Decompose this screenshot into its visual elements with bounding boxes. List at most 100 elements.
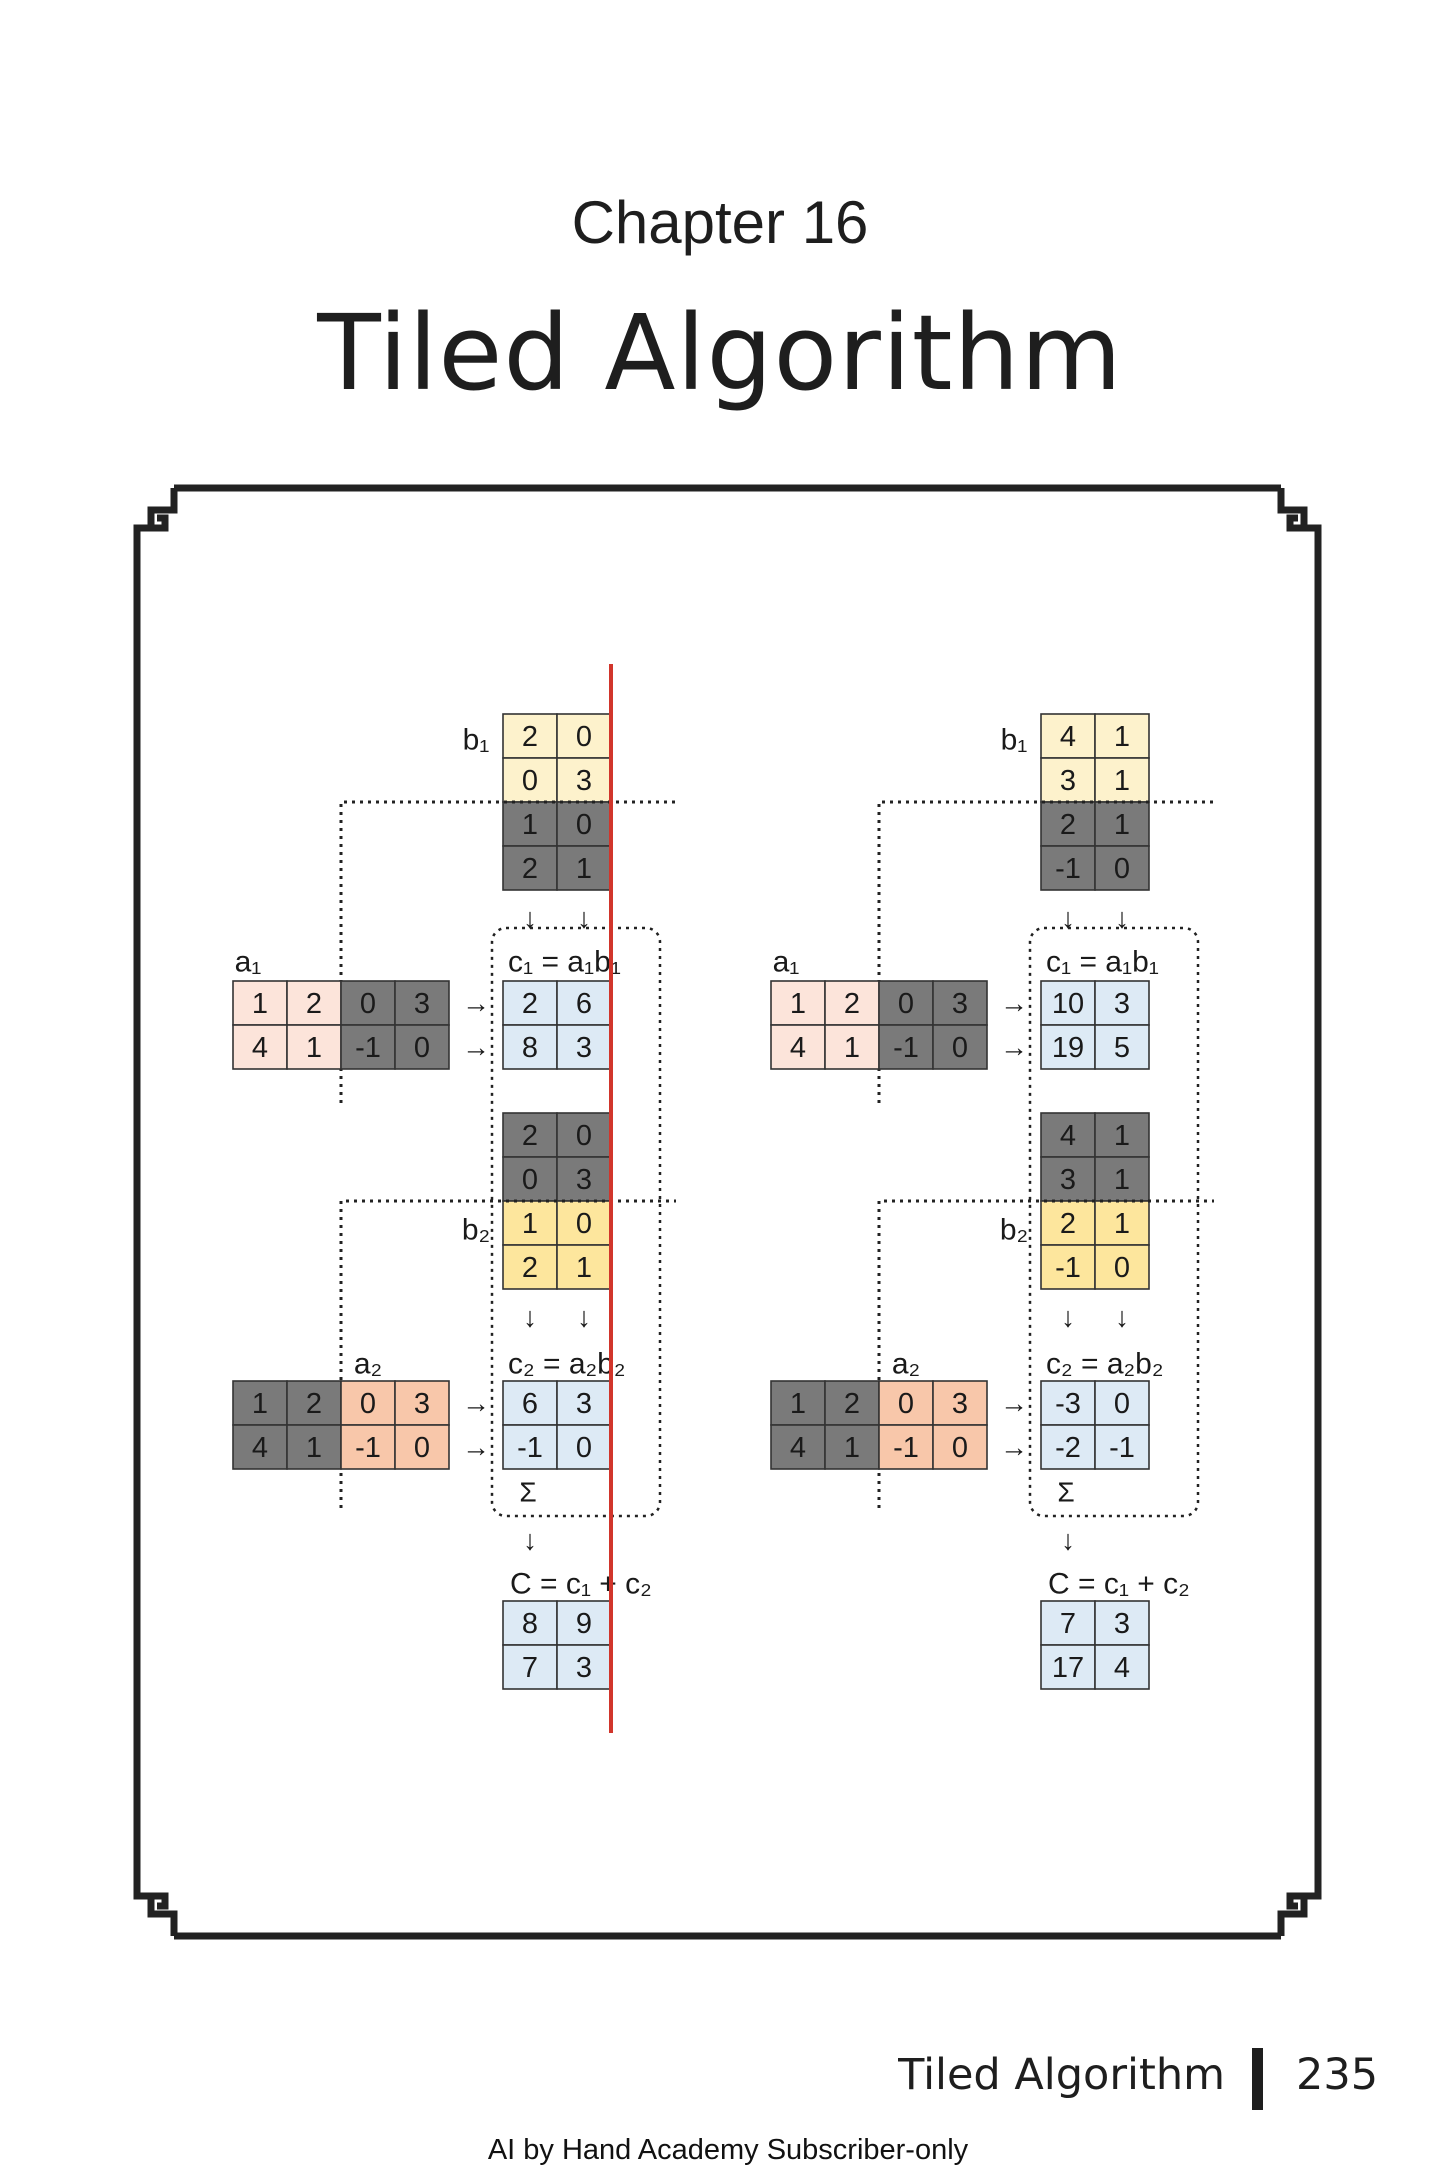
b1-bottom-block-value: 0 <box>1114 853 1130 885</box>
c-group-box <box>1028 926 1200 1518</box>
a2-label: a₂ <box>892 1348 920 1381</box>
b1-bottom-block-value: 1 <box>1114 809 1130 841</box>
a1-left-block-cell <box>286 1024 342 1070</box>
b1-bottom-block-cell <box>556 845 612 891</box>
C-block-value: 7 <box>522 1652 538 1684</box>
c1-block-cell <box>502 1024 558 1070</box>
C-label: C = c₁ + c₂ <box>1048 1568 1190 1601</box>
c2-label: c₂ = a₂b₂ <box>1046 1348 1164 1381</box>
b1-label: b₁ <box>1001 724 1028 757</box>
c1-block-cell <box>1040 980 1096 1026</box>
arrow-right: → <box>462 1432 490 1463</box>
a1-label: a₁ <box>235 946 262 979</box>
frame-corner-ornament <box>133 1881 178 1936</box>
c1-block-value: 3 <box>576 1032 592 1064</box>
b1-bottom-block-value: -1 <box>1055 853 1081 885</box>
a1-right-block-cell <box>932 980 988 1026</box>
a1-right-block-value: 3 <box>414 988 430 1020</box>
chapter-title: Tiled Algorithm <box>317 292 1123 414</box>
a1-right-block-value: 0 <box>952 1032 968 1064</box>
b2-bottom-block-value: 2 <box>522 1252 538 1284</box>
arrow-down: ↓ <box>523 1525 537 1556</box>
a2-left-block-value: 1 <box>790 1388 806 1420</box>
a2-left-block-cell <box>232 1424 288 1470</box>
b1-top-block-cell <box>556 757 612 803</box>
arrow-right: → <box>1000 1032 1028 1063</box>
b2-top-block-value: 3 <box>1060 1164 1076 1196</box>
a2-left-block-value: 4 <box>252 1432 268 1464</box>
c1-block-value: 5 <box>1114 1032 1130 1064</box>
a2-right-block-cell <box>394 1424 450 1470</box>
c2-block-value: 3 <box>576 1388 592 1420</box>
a2-left-block-value: 2 <box>844 1388 860 1420</box>
arrow-down: ↓ <box>1061 1302 1075 1333</box>
a1-right-block-cell <box>878 980 934 1026</box>
a1-left-block-cell <box>824 1024 880 1070</box>
c1-block-cell <box>556 980 612 1026</box>
b1-top-block-value: 4 <box>1060 721 1076 753</box>
frame-corner-ornament <box>1277 488 1322 543</box>
b2-top-block-value: 1 <box>1114 1120 1130 1152</box>
b2-bottom-block-value: 1 <box>576 1252 592 1284</box>
b1-bottom-block-cell <box>1094 801 1150 847</box>
b2-top-block-cell <box>502 1156 558 1202</box>
b1-top-block-value: 1 <box>1114 721 1130 753</box>
a1-left-block-value: 2 <box>844 988 860 1020</box>
c1-block-cell <box>556 1024 612 1070</box>
a2-left-block-cell <box>770 1380 826 1426</box>
b2-bottom-block-value: 2 <box>1060 1208 1076 1240</box>
arrow-down: ↓ <box>577 903 591 934</box>
C-block-value: 3 <box>576 1652 592 1684</box>
c2-block-value: -1 <box>517 1432 543 1464</box>
a2-left-block-value: 2 <box>306 1388 322 1420</box>
C-block-cell <box>1040 1600 1096 1646</box>
a2-left-block-value: 1 <box>306 1432 322 1464</box>
b2-bottom-block-cell <box>1094 1244 1150 1290</box>
C-block-cell <box>1094 1600 1150 1646</box>
a2-right-block-value: 0 <box>898 1388 914 1420</box>
b1-top-block-cell <box>1094 713 1150 759</box>
b1-top-block-cell <box>1094 757 1150 803</box>
C-block-value: 7 <box>1060 1608 1076 1640</box>
a2-left-block-value: 4 <box>790 1432 806 1464</box>
arrow-right: → <box>1000 1432 1028 1463</box>
c1-label: c₁ = a₁b₁ <box>1046 946 1159 979</box>
b1-bottom-block-value: 2 <box>522 853 538 885</box>
sigma-symbol: Σ <box>1057 1477 1074 1508</box>
frame-corner-ornament <box>133 488 178 543</box>
arrow-down: ↓ <box>1115 1302 1129 1333</box>
a2-left-block-value: 1 <box>844 1432 860 1464</box>
a1-right-block-cell <box>340 980 396 1026</box>
partition-guide-2 <box>339 1199 676 1508</box>
a1-left-block-value: 1 <box>844 1032 860 1064</box>
c2-label: c₂ = a₂b₂ <box>508 1348 626 1381</box>
b2-bottom-block-value: 0 <box>1114 1252 1130 1284</box>
a2-right-block-cell <box>932 1424 988 1470</box>
a2-right-block-cell <box>878 1424 934 1470</box>
C-block-value: 17 <box>1052 1652 1084 1684</box>
a1-right-block-value: 0 <box>414 1032 430 1064</box>
b2-top-block-value: 0 <box>576 1120 592 1152</box>
arrow-right: → <box>1000 1388 1028 1419</box>
C-block-value: 9 <box>576 1608 592 1640</box>
page-number: 235 <box>1296 2050 1379 2100</box>
a1-left-block-value: 4 <box>790 1032 806 1064</box>
a2-right-block-value: 3 <box>414 1388 430 1420</box>
sigma-symbol: Σ <box>519 1477 536 1508</box>
b1-bottom-block-value: 1 <box>576 853 592 885</box>
frame-border <box>133 484 1322 1940</box>
C-block-cell <box>556 1644 612 1690</box>
b2-top-block-cell <box>1040 1156 1096 1202</box>
b1-bottom-block-value: 0 <box>576 809 592 841</box>
b2-bottom-block-cell <box>1040 1200 1096 1246</box>
c1-block-value: 3 <box>1114 988 1130 1020</box>
chapter-number: Chapter 16 <box>571 189 869 256</box>
